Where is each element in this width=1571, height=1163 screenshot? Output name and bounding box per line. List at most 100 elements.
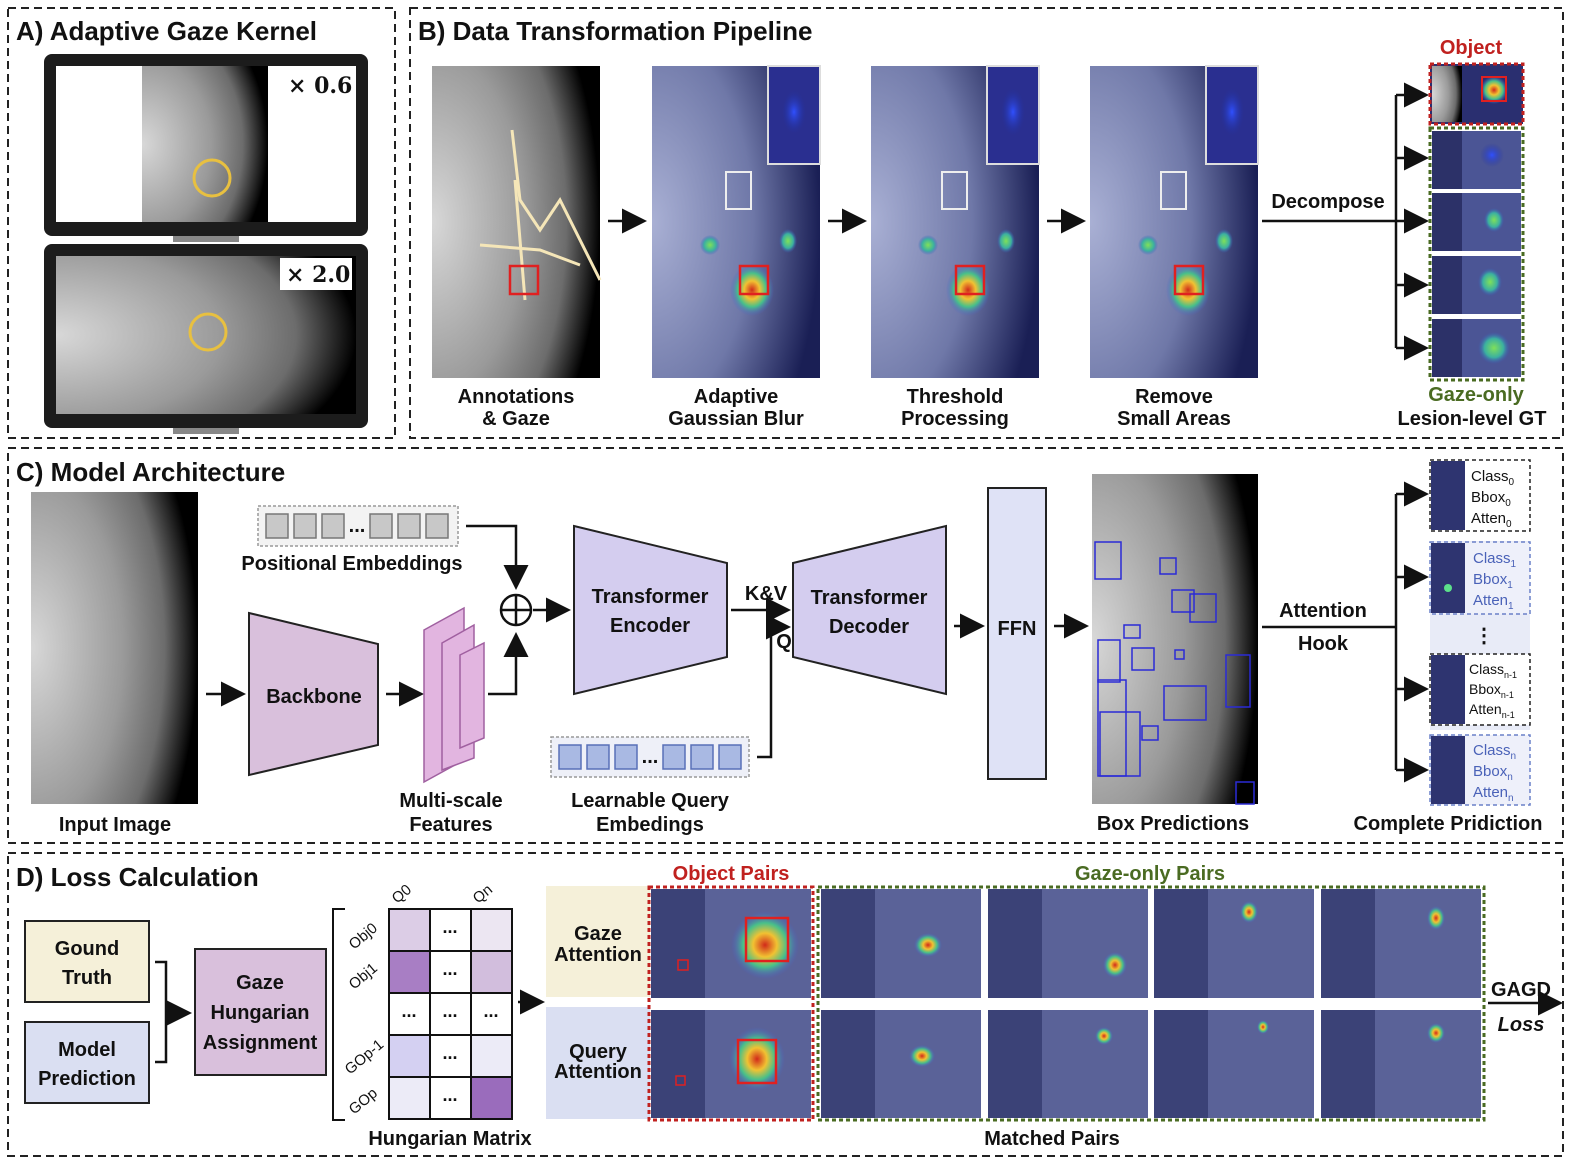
model-prediction-label-2: Prediction [38,1068,136,1090]
svg-text:...: ... [442,959,457,979]
matrix-bracket [332,908,345,1121]
pred-n-1-class: Classn-1 [1469,661,1517,680]
multiscale-features [423,606,485,784]
panel-d-border [7,852,1564,1157]
step-3-line1: Threshold [907,386,1004,408]
panel-b-border [409,7,1564,439]
object-pairs-border [647,885,815,1122]
panel-b: B) Data Transformation Pipeline [409,7,1564,439]
gaze-only-thumb-4 [1432,319,1521,377]
svg-text:...: ... [442,1043,457,1063]
row-obj1: Obj1 [346,960,381,993]
learnable-query-cells [558,744,742,770]
encoder-label-2: Encoder [610,615,690,637]
multiscale-label-1: Multi-scale [399,790,502,812]
query-attention-label-2: Attention [554,1061,642,1083]
backbone-label: Backbone [266,686,362,708]
gaze-circle-large [188,312,228,352]
remove-small-areas-image [1090,65,1259,378]
arrow-positional-add [466,524,529,590]
monitor-top-stand [173,236,239,242]
input-bracket [155,960,168,1064]
pred-n-atten: Attenn [1473,784,1514,804]
ffn-block [987,487,1047,780]
gaze-only-pair-1 [821,889,981,1118]
pred-n-bbox: Bboxn [1473,763,1513,783]
positional-label: Positional Embeddings [241,553,462,575]
svg-text:...: ... [442,917,457,937]
decoder-label-2: Decoder [829,616,909,638]
gaze-only-thumb-1 [1432,131,1521,189]
gaze-only-pair-4 [1321,889,1481,1118]
scale-bottom: × 2.0 [286,262,350,288]
encoder-block [573,524,728,696]
gaze-attention-header [546,886,650,997]
query-attention-label-1: Query [569,1041,628,1063]
scale-bottom-box [280,258,352,290]
col-qn: Qn [470,881,496,907]
decoder-block [792,524,947,696]
gha-label-2: Hungarian [211,1002,310,1024]
scale-top-box [282,70,352,102]
pred-0-bbox: Bbox0 [1471,489,1511,509]
loss-label: Loss [1498,1014,1545,1036]
gaze-only-thumb-2 [1432,193,1521,251]
prediction-card-1: Class1 Bbox1 Atten1 [1429,541,1531,615]
lesion-gt-label: Lesion-level GT [1398,408,1547,430]
box-predictions-image [1092,474,1258,805]
object-pair-gaze [651,889,811,998]
panel-d: D) Loss Calculation Gound Truth Model Pr… [7,852,1564,1157]
scale-top: × 0.6 [288,73,352,99]
gagd-label: GAGD [1491,979,1551,1001]
gaze-only-pair-3 [1154,889,1314,1118]
panel-a-border [7,7,396,439]
step-2-line1: Adaptive [694,386,778,408]
gaze-attention-label-2: Attention [554,944,642,966]
pred-1-atten: Atten1 [1473,592,1514,612]
row-obj0: Obj0 [346,920,381,953]
gaze-only-border [1428,126,1525,382]
backbone-block [248,611,379,777]
svg-text:...: ... [401,1001,416,1021]
learnable-label-1: Learnable Query [571,790,730,812]
gaze-trail [479,129,602,301]
annotation-box [508,264,540,296]
step-4-line1: Remove [1135,386,1213,408]
model-prediction-box [24,1021,150,1104]
svg-text:...: ... [442,1001,457,1021]
input-image-label: Input Image [59,814,171,836]
ground-truth-label-1: Gound [55,938,119,960]
threshold-image [871,65,1040,378]
gaze-attention-label-1: Gaze [574,923,622,945]
prediction-vdots: ⋮ [1474,625,1494,647]
decoder-label-1: Transformer [811,587,928,609]
kv-label: K&V [745,583,788,605]
positional-ellipsis: ... [349,515,366,537]
ground-truth-box [24,920,150,1003]
add-operator-icon [499,593,533,627]
panel-c: C) Model Architecture Input Image Backbo… [7,447,1564,844]
decompose-label: Decompose [1271,191,1384,213]
step-1-line1: Annotations [458,386,575,408]
box-predictions-label: Box Predictions [1097,813,1249,835]
step-3-line2: Processing [901,408,1009,430]
panel-d-title: D) Loss Calculation [16,862,259,892]
matched-pairs-label: Matched Pairs [984,1128,1120,1150]
pred-n-1-bbox: Bboxn-1 [1469,681,1514,700]
q-label: Q [776,631,792,653]
step-4-line2: Small Areas [1117,408,1231,430]
query-ellipsis: ... [642,746,659,768]
svg-text:...: ... [442,1085,457,1105]
gaze-only-pair-2 [988,889,1148,1118]
learnable-label-2: Embedings [596,814,704,836]
complete-prediction-label: Complete Pridiction [1354,813,1543,835]
mammogram-small [142,66,268,222]
gha-label-3: Assignment [203,1032,318,1054]
gaze-only-thumb-3 [1432,256,1521,314]
ground-truth-label-2: Truth [62,967,112,989]
arrow-query-decoder [757,614,791,759]
model-prediction-label-1: Model [58,1039,116,1061]
gaussian-blur-image [652,65,821,378]
gha-label-1: Gaze [236,972,284,994]
